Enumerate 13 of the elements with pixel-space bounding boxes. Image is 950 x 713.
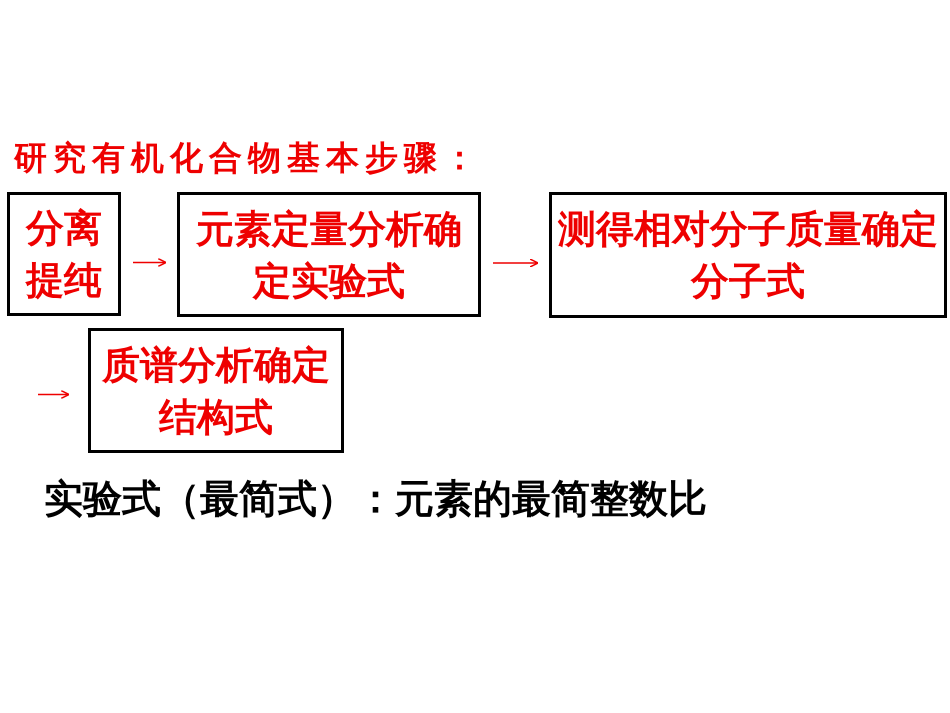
- arrow: [493, 258, 539, 268]
- step-box: [7, 192, 121, 316]
- step-box: [549, 192, 947, 318]
- heading: 研究有机化合物基本步骤：: [14, 137, 482, 179]
- note-text: 实验式（最简式）：元素的最简整数比: [44, 476, 707, 524]
- step-box: [88, 328, 344, 453]
- step-box: [177, 192, 481, 317]
- arrow: [38, 390, 70, 400]
- step-text: 质谱分析确定结构式: [100, 342, 331, 440]
- arrow: [133, 258, 167, 268]
- step-text: 测得相对分子质量确定分子式: [556, 206, 939, 305]
- step-text: 元素定量分析确定实验式: [195, 206, 463, 304]
- step-text: 分离提纯: [24, 205, 103, 304]
